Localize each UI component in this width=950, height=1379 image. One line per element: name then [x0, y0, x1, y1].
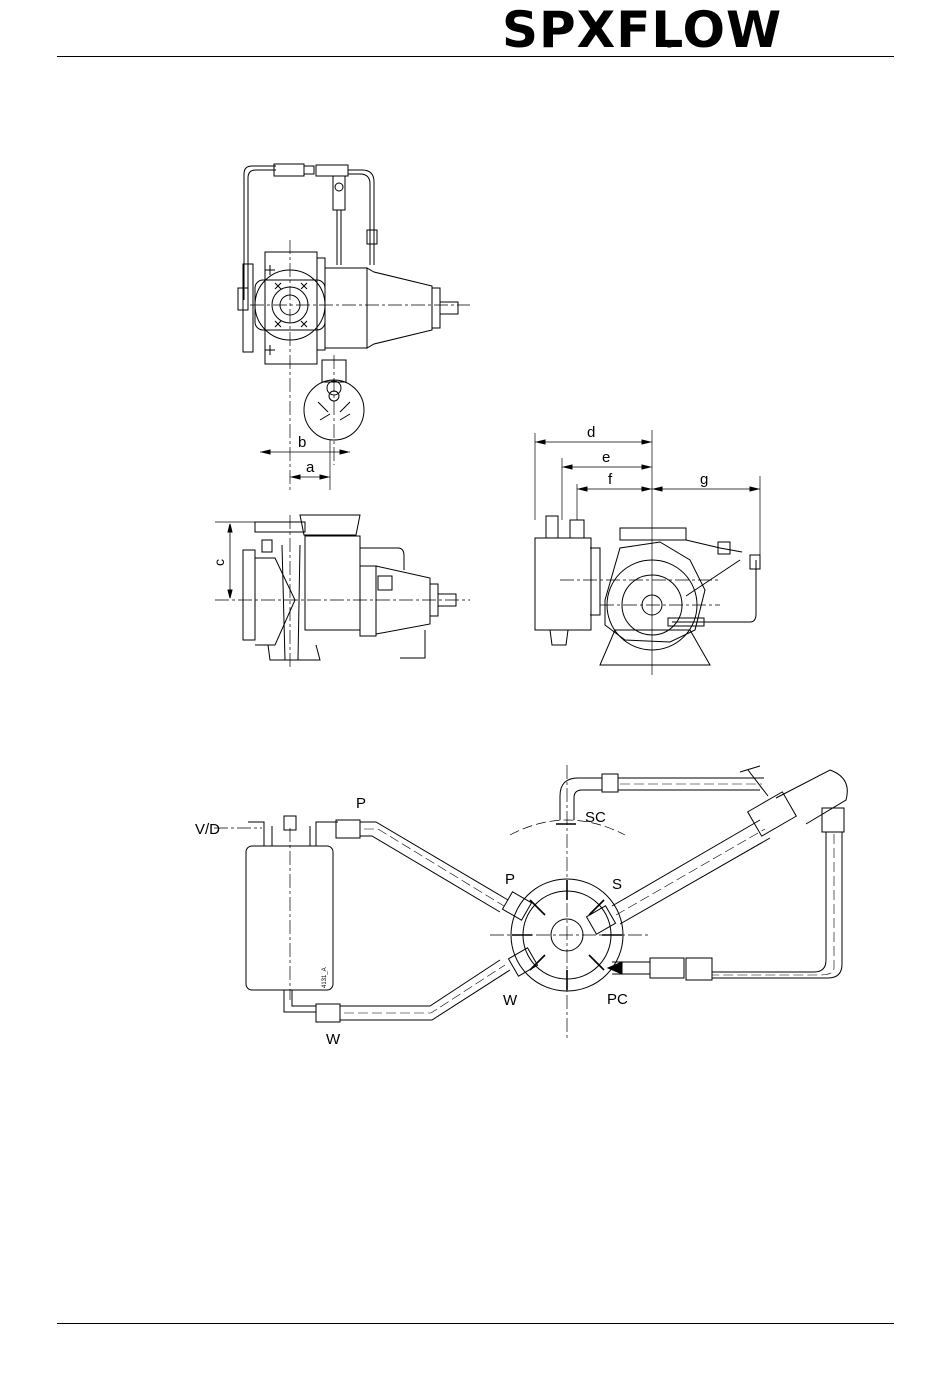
- dim-label-g: g: [700, 471, 708, 488]
- label-pc: PC: [607, 991, 628, 1008]
- footer-rule: [57, 1323, 894, 1324]
- label-s-port: S: [612, 876, 622, 893]
- label-sc: SC: [585, 809, 606, 826]
- dim-label-f: f: [608, 471, 613, 488]
- dim-label-c: c: [211, 559, 227, 566]
- label-w-port: W: [503, 992, 518, 1009]
- piping-schematic: [214, 765, 847, 1040]
- pump-side-view: [215, 515, 470, 670]
- dim-label-a: a: [306, 459, 315, 476]
- label-v-d: V/D: [195, 821, 220, 838]
- pump-front-view: [535, 430, 760, 675]
- dim-label-b: b: [298, 434, 306, 451]
- label-p-port: P: [505, 871, 515, 888]
- label-p-top: P: [356, 795, 366, 812]
- pump-plan-view: [238, 164, 470, 490]
- label-tank-code: 4131_A: [322, 967, 328, 988]
- label-w-bottom: W: [326, 1031, 341, 1048]
- dim-label-d: d: [587, 424, 595, 441]
- dim-label-e: e: [602, 449, 610, 466]
